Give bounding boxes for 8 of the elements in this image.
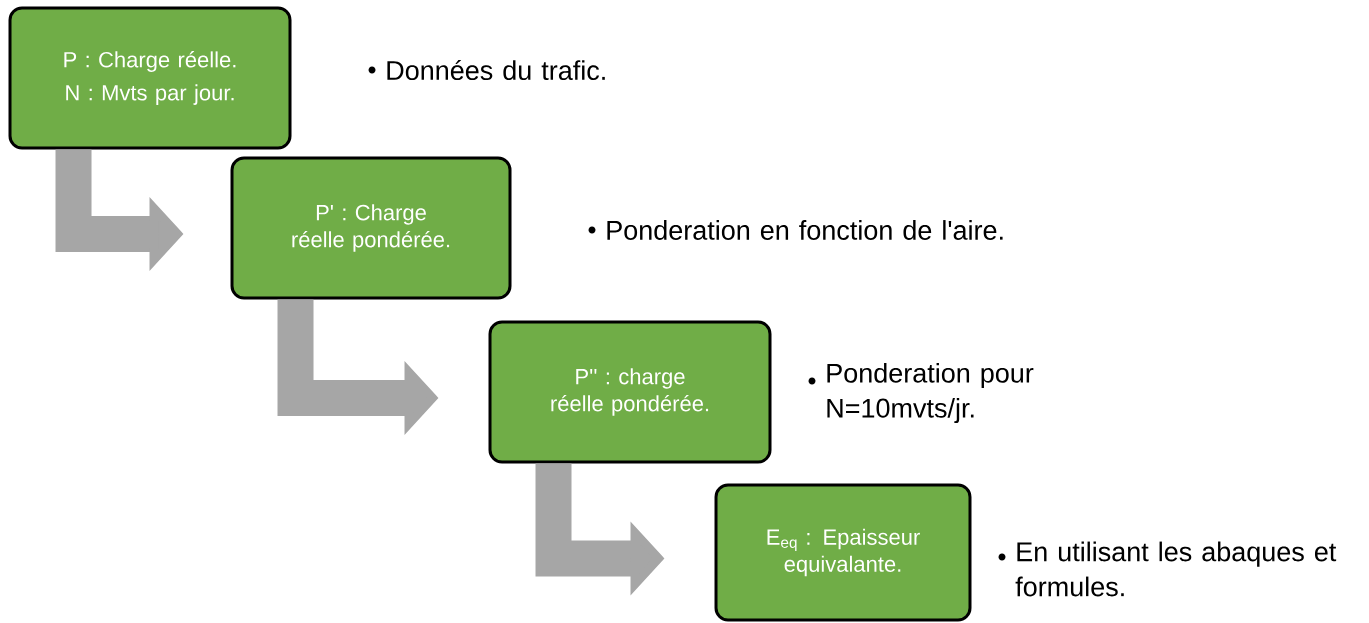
- note-text: Ponderation en fonction de l'aire.: [607, 220, 1003, 240]
- process-box: P' : Charge réelle pondérée.: [230, 156, 512, 300]
- note-text: Ponderation pour N=10mvts/jr.: [827, 362, 1034, 424]
- process-box: P : Charge réelle. N : Mvts par jour.: [8, 6, 292, 150]
- note-text: En utilisant les abaques et formules.: [1015, 541, 1337, 597]
- process-box: P'' : charge réelle pondérée.: [488, 320, 772, 464]
- process-box: E$_{eq}$ : Epaisseur equivalante.: [714, 483, 972, 622]
- note-text: Données du trafic.: [387, 59, 605, 81]
